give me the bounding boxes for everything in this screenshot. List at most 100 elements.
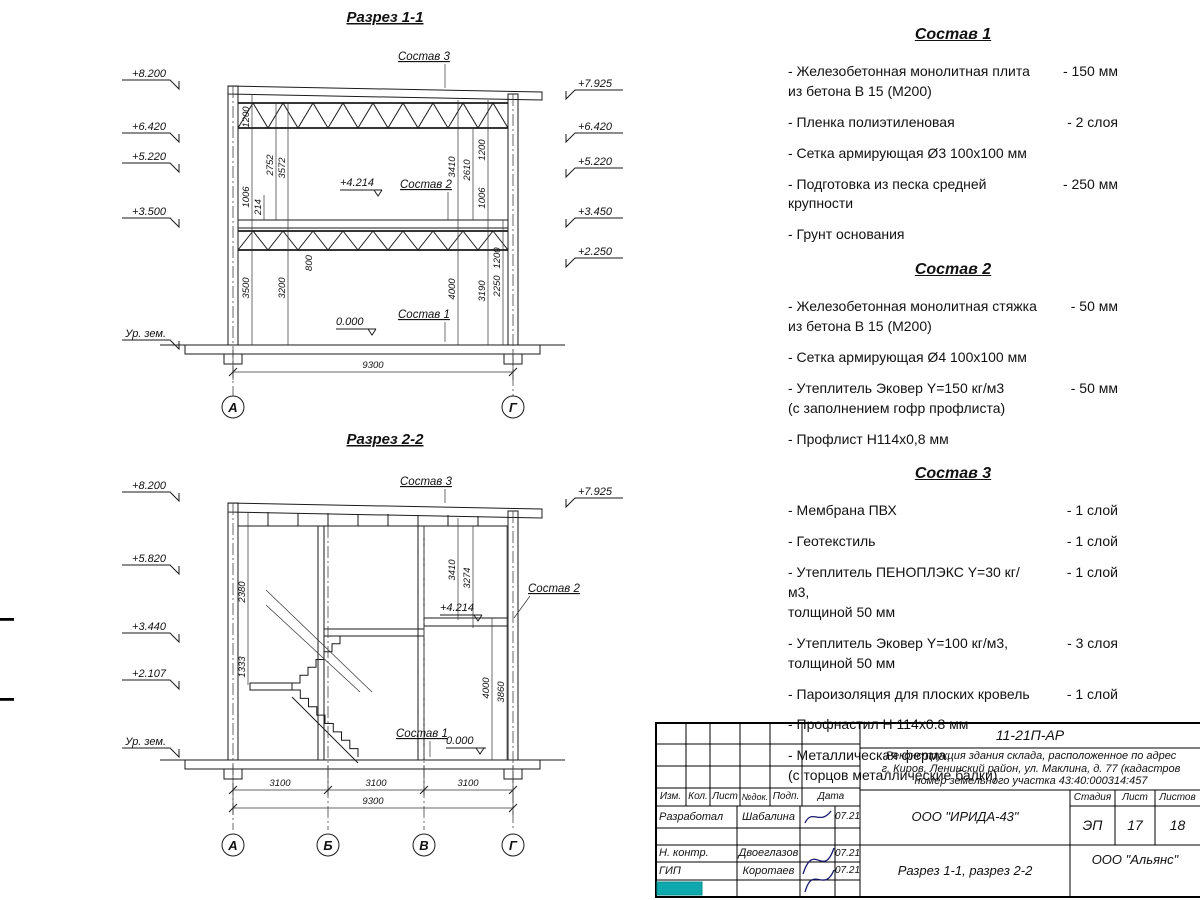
dimension-label: 3572	[277, 157, 288, 179]
section1-structure	[160, 85, 565, 396]
section2-dimensions: 2380 1333 3410 3274 4000 3860 3100 3100 …	[237, 559, 507, 807]
sostav2-callout: Состав 2	[400, 179, 452, 191]
composition-item: - Железобетонная монолитная плита из бет…	[788, 63, 1118, 99]
dimension-label: 1333	[237, 656, 248, 678]
axis-lines	[232, 503, 514, 830]
dimension-label: 3100	[365, 778, 387, 789]
header-data: Дата	[817, 791, 845, 803]
section1-title: Разрез 1-1	[346, 9, 423, 26]
dimension-label: 2380	[237, 581, 248, 604]
elevation-label: +8.200	[132, 68, 167, 80]
signature	[802, 847, 835, 875]
elevation-label: +5.220	[132, 151, 167, 163]
listov-value: 18	[1169, 817, 1186, 834]
axis-bubble-label: Б	[323, 838, 332, 853]
inner-wall-v	[417, 525, 425, 761]
composition-item: - Железобетонная монолитная стяжка из бе…	[788, 298, 1118, 334]
elevation-label: +7.925	[578, 486, 613, 498]
signature	[804, 810, 832, 824]
elevation-label: +5.220	[578, 156, 613, 168]
composition-2: Состав 2 - Железобетонная монолитная стя…	[788, 261, 1118, 449]
section2-title: Разрез 2-2	[346, 431, 424, 448]
signatures	[802, 810, 835, 893]
date-cell: 07.21	[835, 865, 860, 877]
section2-dim-lines	[228, 512, 518, 815]
axis-lines	[232, 86, 514, 396]
dimension-label: 1200	[241, 106, 252, 128]
axis-bubble-label: Г	[509, 400, 518, 415]
axis-bubble-label: В	[419, 838, 428, 853]
elevation-label: +5.820	[132, 553, 167, 565]
section1-dim-lines	[228, 94, 518, 380]
section2-callouts: Состав 3 Состав 2 Состав 1 +4.214 0.000	[396, 476, 580, 757]
section-2-2-drawing: Разрез 2-2	[0, 431, 623, 857]
composition-item: - Утеплитель Эковер Y=150 кг/м3 (с запол…	[788, 379, 1118, 416]
elevation-label: +2.107	[132, 668, 167, 680]
organization-1: ООО "ИРИДА-43"	[911, 809, 1019, 825]
elevation-label: +2.250	[578, 246, 613, 258]
section1-elevations-left: +8.200 +6.420 +5.220 +3.500 Ур. зем.	[122, 68, 180, 351]
name-cell: Коротаев	[742, 864, 795, 877]
organization-2: ООО "Альянс"	[1091, 851, 1179, 867]
composition-item: - Профнастил Н 114х0.8 мм	[788, 716, 969, 733]
name-cell: Двоеглазов	[738, 847, 799, 860]
header-izm: Изм.	[659, 791, 682, 803]
axis-bubble-label: А	[227, 400, 237, 415]
sostav3-callout: Состав 3	[400, 476, 452, 488]
dimension-label: 3100	[269, 778, 291, 789]
dimension-label: 1200	[477, 139, 488, 161]
level-label: +4.214	[440, 602, 474, 614]
header-podp: Подп.	[772, 791, 800, 803]
mid-floor-slab	[237, 219, 509, 229]
composition-item: - Профлист Н114х0,8 мм	[788, 430, 949, 447]
dimension-label: 1200	[492, 247, 503, 269]
roof-slab	[227, 85, 543, 101]
section2-elevations-left: +8.200 +5.820 +3.440 +2.107 Ур. зем.	[122, 480, 180, 759]
dimension-label: 1006	[241, 186, 252, 208]
sostav2-callout: Состав 2	[528, 583, 580, 595]
mid-truss	[237, 230, 509, 251]
axis-bubble-label: А	[227, 838, 237, 853]
role-cell: ГИП	[659, 864, 681, 877]
date-cell: 07.21	[835, 811, 860, 823]
section1-dimensions: 1200 1006 214 2752 3572 3500 3200 800 34…	[241, 106, 503, 371]
dimension-label: 3410	[447, 156, 458, 178]
sheet-title: Разрез 1-1, разрез 2-2	[897, 863, 1033, 879]
ground-level-label: Ур. зем.	[124, 328, 166, 340]
level-label: 0.000	[446, 735, 474, 747]
elevation-label: +7.925	[578, 78, 613, 90]
elevation-label: +8.200	[132, 480, 167, 492]
elevation-label: +3.450	[578, 206, 613, 218]
upper-slab	[423, 617, 509, 627]
stage-header: Стадия	[1073, 792, 1112, 804]
sostav3-callout: Состав 3	[398, 51, 450, 63]
composition-item: - Утеплитель ПЕНОПЛЭКС Y=30 кг/м3, толщи…	[788, 564, 1118, 620]
roof-truss	[237, 102, 509, 129]
role-cell: Разработал	[659, 810, 724, 823]
composition-item: - Утеплитель Эковер Y=100 кг/м3, толщино…	[788, 634, 1118, 671]
header-list: Лист	[712, 791, 738, 803]
composition-title: Состав 1	[914, 26, 992, 43]
dimension-label: 1006	[477, 187, 488, 209]
dimension-total: 9300	[362, 796, 384, 807]
sheet-fold-marks	[0, 619, 14, 701]
sostav1-callout: Состав 1	[398, 309, 450, 321]
section1-callouts: Состав 3 Состав 2 Состав 1 +4.214 0.000	[336, 51, 452, 342]
dimension-label: 2610	[462, 159, 473, 182]
dimension-label: 3860	[496, 681, 507, 703]
list-header: Лист	[1122, 792, 1148, 804]
ground-slab	[184, 759, 541, 770]
ground-level-label: Ур. зем.	[124, 736, 166, 748]
roof-slab	[227, 502, 543, 519]
document-code: 11-21П-АР	[995, 727, 1065, 744]
dimension-label: 4000	[481, 677, 492, 699]
project-line: Реконструкция здания склада, расположенн…	[885, 750, 1177, 763]
composition-item: - Геотекстиль- 1 слой	[788, 533, 1118, 550]
name-cell: Шабалина	[742, 810, 795, 823]
stage-value: ЭП	[1082, 817, 1103, 834]
header-kol: Кол.	[688, 791, 708, 803]
mid-floor	[323, 628, 425, 637]
dimension-label: 3500	[241, 277, 252, 299]
dimension-label: 4000	[447, 278, 458, 300]
